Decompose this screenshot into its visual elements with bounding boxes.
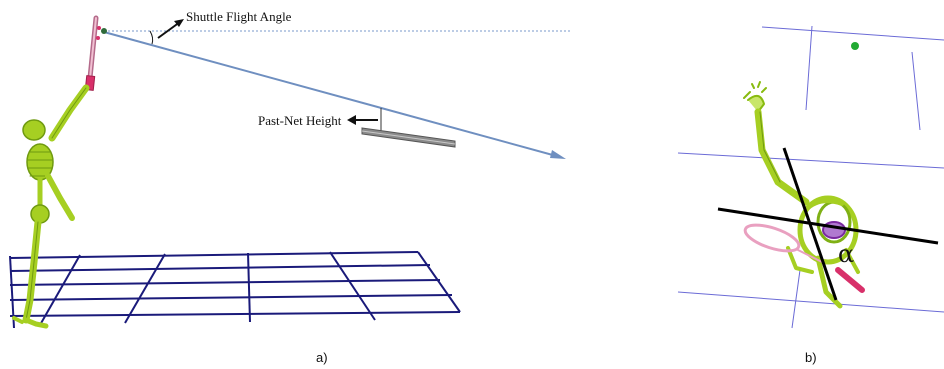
flight-angle-arc <box>149 30 154 45</box>
past-net-pointer-head <box>347 115 356 125</box>
flight-angle-pointer-head <box>174 19 184 27</box>
angle-line-horizontal <box>717 207 939 245</box>
floor-grid <box>9 251 461 329</box>
skeleton-top-view <box>743 81 865 309</box>
shuttle-point-b <box>851 42 859 50</box>
net-object <box>361 127 456 148</box>
shuttle-trajectory-line <box>103 31 561 158</box>
skeleton-figure <box>12 15 101 329</box>
reference-lines <box>677 25 944 329</box>
angle-alpha-symbol: α <box>838 240 855 268</box>
flight-angle-pointer <box>157 21 181 39</box>
racket <box>84 15 101 91</box>
caption-b: b) <box>805 350 817 365</box>
label-past-net-height: Past-Net Height <box>258 113 342 128</box>
angle-line-vertical <box>782 147 838 301</box>
label-shuttle-flight-angle: Shuttle Flight Angle <box>186 9 292 24</box>
panel-b <box>677 25 944 329</box>
caption-a: a) <box>316 350 328 365</box>
panel-a <box>9 15 570 329</box>
trajectory-arrowhead <box>550 150 566 159</box>
shuttle-point <box>101 28 107 34</box>
